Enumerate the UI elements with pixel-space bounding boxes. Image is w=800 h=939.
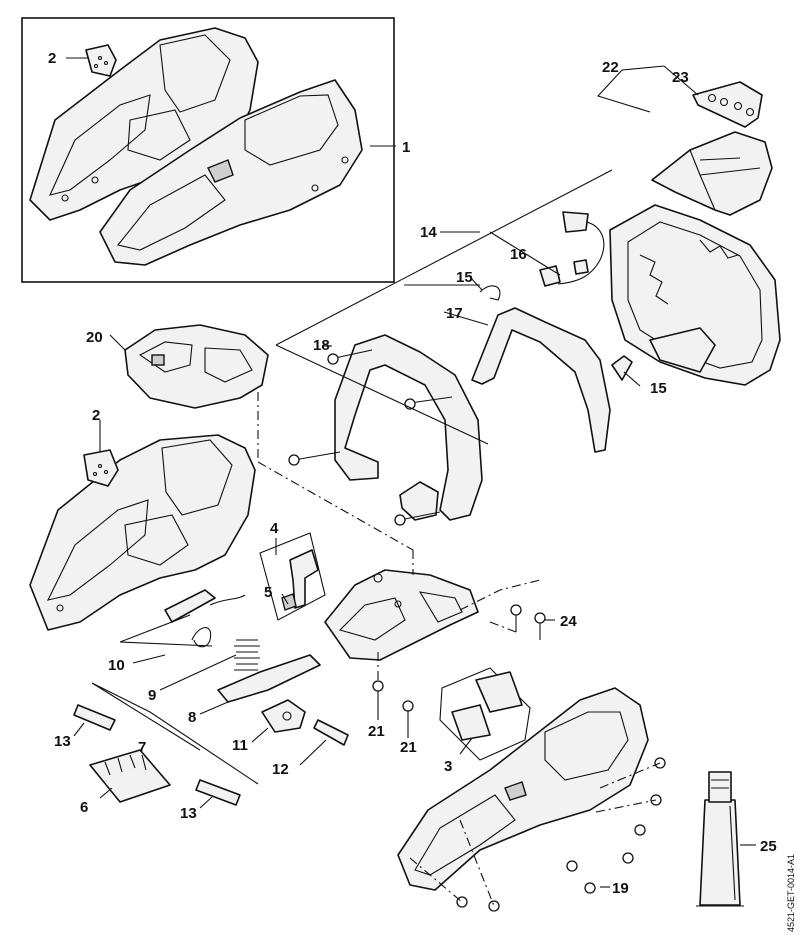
top-cover-part-20 xyxy=(124,324,269,409)
callout-23: 23 xyxy=(672,69,689,86)
callout-1: 1 xyxy=(402,139,410,156)
callout-22: 22 xyxy=(602,59,619,76)
clip-part-15-lower xyxy=(611,355,633,381)
callout-6: 6 xyxy=(80,799,88,816)
reference-code: 4521-GET-0014-A1 xyxy=(786,854,796,932)
handle-frame-part-14 xyxy=(609,204,781,386)
cover-part-22 xyxy=(651,131,773,216)
spring-part-9 xyxy=(234,639,260,671)
callout-10: 10 xyxy=(108,657,125,674)
housing-right-half-boxed xyxy=(99,79,363,266)
damping-plate-2 xyxy=(83,449,119,487)
screw-part-19 xyxy=(456,757,666,912)
switch-box-4 xyxy=(259,532,326,621)
callout-2-boxed: 2 xyxy=(48,50,56,67)
slide-part-13-lower xyxy=(195,779,241,806)
callouts: 1 2 22 23 14 16 15 17 20 18 15 2 4 5 24 … xyxy=(48,50,777,897)
callout-12: 12 xyxy=(272,761,289,778)
screw-part-24 xyxy=(510,604,546,640)
callout-11: 11 xyxy=(232,737,248,754)
handle-bow xyxy=(334,334,483,521)
slide-part-13-upper xyxy=(73,704,116,731)
screw-part-18 xyxy=(288,349,453,526)
comb-part-6 xyxy=(89,749,171,803)
screw-part-21-right xyxy=(402,700,414,732)
callout-4: 4 xyxy=(270,520,279,537)
wiring-harness-part-16 xyxy=(539,211,605,287)
clip-part-15-upper xyxy=(479,285,501,301)
callout-17: 17 xyxy=(446,305,463,322)
lever-part-8 xyxy=(217,654,321,703)
leader-lines xyxy=(66,57,756,907)
callout-3: 3 xyxy=(444,758,452,775)
callout-16: 16 xyxy=(510,246,527,263)
callout-15-lower: 15 xyxy=(650,380,667,397)
screw-part-21-left xyxy=(372,680,384,712)
callout-13-lower: 13 xyxy=(180,805,197,822)
trigger-part-10 xyxy=(164,589,246,648)
callout-5: 5 xyxy=(264,584,272,601)
callout-15-upper: 15 xyxy=(456,269,473,286)
rod-part-12 xyxy=(313,719,349,746)
callout-7: 7 xyxy=(138,739,146,756)
callout-13-upper: 13 xyxy=(54,733,71,750)
pad-part-3 xyxy=(439,667,531,761)
callout-18: 18 xyxy=(313,337,330,354)
callout-20: 20 xyxy=(86,329,103,346)
callout-19: 19 xyxy=(612,880,629,897)
housing-assembly-box xyxy=(21,17,395,283)
damping-plate-2-boxed xyxy=(85,44,117,77)
housing-left-half xyxy=(29,434,256,631)
callout-2: 2 xyxy=(92,407,100,424)
callout-24: 24 xyxy=(560,613,577,630)
label-plate-part-23 xyxy=(692,81,763,128)
center-chassis xyxy=(324,569,479,661)
callout-21-left: 21 xyxy=(368,723,385,740)
callout-8: 8 xyxy=(188,709,196,726)
housing-left-half-boxed xyxy=(29,27,259,221)
callout-14: 14 xyxy=(420,224,437,241)
callout-25: 25 xyxy=(760,838,777,855)
grease-tube-part-25 xyxy=(696,771,744,907)
guide-bar-part-17 xyxy=(471,307,611,453)
callout-21-right: 21 xyxy=(400,739,417,756)
housing-right-half xyxy=(397,687,649,891)
callout-9: 9 xyxy=(148,687,156,704)
lever-part-11 xyxy=(261,699,306,733)
